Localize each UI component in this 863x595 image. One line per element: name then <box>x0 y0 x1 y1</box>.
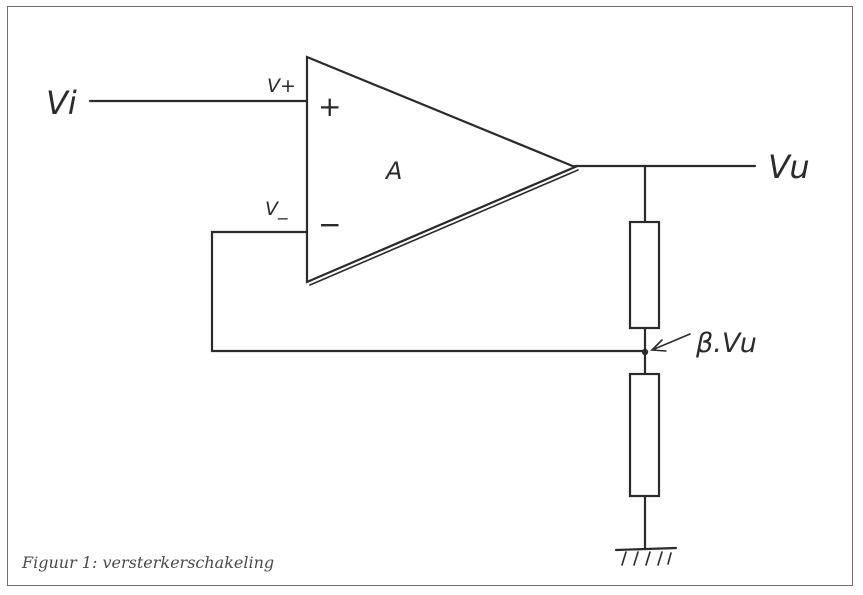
v-minus-label: V_ <box>265 198 288 220</box>
v-plus-label: V+ <box>267 75 296 97</box>
input-label: Vi <box>46 84 77 122</box>
feedback-wire <box>210 230 647 353</box>
figure-caption: Figuur 1: versterkerschakeling <box>22 553 275 572</box>
plus-sign: + <box>318 90 341 123</box>
gain-label: A <box>384 157 402 185</box>
opamp-triangle <box>305 55 578 284</box>
resistor-top <box>628 220 661 330</box>
feedback-node-dot <box>641 348 649 356</box>
ground-icon <box>614 546 678 566</box>
resistor-bottom <box>628 372 661 498</box>
minus-sign: − <box>318 208 341 241</box>
feedback-label: β.Vu <box>695 328 757 359</box>
figure-frame <box>7 6 853 586</box>
opamp-triangle-shadow <box>309 169 579 286</box>
output-label: Vu <box>768 148 810 186</box>
feedback-arrow-icon <box>650 333 691 352</box>
